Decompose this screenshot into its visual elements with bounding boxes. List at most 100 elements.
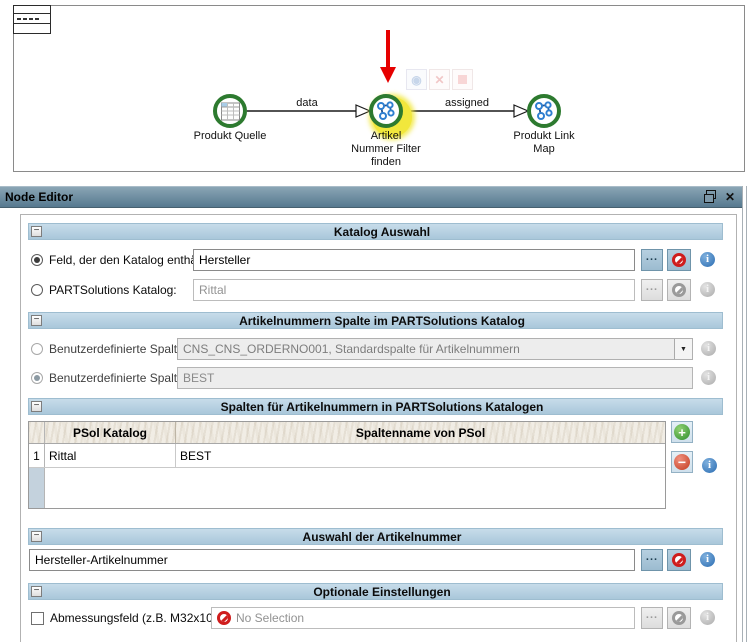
browse-button-disabled: ...	[641, 279, 663, 301]
node-action-toolbar: ◉ ✕	[406, 69, 473, 90]
close-icon[interactable]: ✕	[724, 190, 736, 204]
spalte-combobox: CNS_CNS_ORDERNO001, Standardspalte für A…	[177, 338, 693, 360]
minus-icon: −	[674, 454, 690, 470]
radio-benutzerdefinierte-spalte	[31, 372, 43, 384]
node-label: Artikel Nummer Filter finden	[351, 130, 421, 168]
column-header-psol-katalog[interactable]: PSol Katalog	[45, 422, 176, 443]
no-entry-icon	[217, 611, 231, 625]
node-label: Produkt Quelle	[193, 130, 267, 142]
katalog-spalten-table: PSol Katalog Spaltenname von PSol 1 Ritt…	[28, 421, 666, 509]
no-entry-icon	[672, 253, 686, 267]
add-row-button[interactable]: +	[671, 421, 693, 443]
chevron-down-icon[interactable]: ▼	[674, 339, 692, 359]
edge-label-assigned: assigned	[437, 97, 497, 109]
collapse-icon[interactable]: −	[31, 531, 42, 542]
minimap-nodes	[14, 14, 50, 24]
benutzerdefinierte-spalte-input	[177, 367, 693, 389]
float-window-icon[interactable]	[703, 190, 717, 204]
row-number-header	[29, 422, 45, 443]
abmessungsfeld-checkbox[interactable]	[31, 611, 44, 625]
cell-spaltenname[interactable]: BEST	[180, 448, 212, 463]
info-icon-disabled: i	[700, 282, 715, 297]
section-header-spalten-tabelle: − Spalten für Artikelnummern in PARTSolu…	[28, 398, 723, 415]
info-icon[interactable]: i	[700, 252, 715, 267]
plus-icon: +	[674, 424, 690, 440]
column-header-spaltenname[interactable]: Spaltenname von PSol	[355, 425, 486, 440]
clear-selection-button[interactable]	[667, 249, 691, 271]
info-icon[interactable]: i	[700, 552, 715, 567]
section-header-artikelnummern-spalte: − Artikelnummern Spalte im PARTSolutions…	[28, 312, 723, 329]
no-entry-icon	[672, 553, 686, 567]
browse-button[interactable]: ...	[641, 549, 663, 571]
info-icon[interactable]: i	[702, 458, 717, 473]
browse-button[interactable]: ...	[641, 249, 663, 271]
radio-standardspalte	[31, 343, 43, 355]
section-title: Auswahl der Artikelnummer	[302, 529, 462, 544]
edge-layer	[247, 30, 530, 118]
collapse-icon[interactable]: −	[31, 586, 42, 597]
node-editor-panel: − Katalog Auswahl Feld, der den Katalog …	[20, 214, 737, 642]
row-partsolutions-katalog: PARTSolutions Katalog:	[31, 279, 177, 301]
field-label: Abmessungsfeld (z.B. M32x100):	[50, 611, 227, 625]
attention-arrow	[380, 30, 396, 83]
collapse-icon[interactable]: −	[31, 315, 42, 326]
collapse-icon[interactable]: −	[31, 226, 42, 237]
collapse-icon[interactable]: −	[31, 401, 42, 412]
node-editor-titlebar: Node Editor ✕	[0, 186, 742, 208]
table-row[interactable]: 1 Rittal BEST	[29, 444, 665, 468]
table-header-row: PSol Katalog Spaltenname von PSol	[29, 422, 665, 444]
row-abmessungsfeld: Abmessungsfeld (z.B. M32x100):	[31, 607, 227, 629]
abmessungsfeld-input: No Selection	[211, 607, 635, 629]
section-header-auswahl-artikelnummer: − Auswahl der Artikelnummer	[28, 528, 723, 545]
row-number-gutter	[29, 468, 45, 508]
cell-psol-katalog[interactable]: Rittal	[45, 444, 176, 467]
minimap-band	[14, 6, 50, 14]
row-feld-katalog: Feld, der den Katalog enthält:	[31, 249, 206, 271]
field-label: Benutzerdefinierte Spalte:	[49, 371, 188, 385]
section-title: Optionale Einstellungen	[313, 584, 451, 599]
network-filter-icon	[377, 101, 395, 120]
node-label: Produkt Link Map	[513, 130, 575, 155]
field-label: PARTSolutions Katalog:	[49, 283, 177, 297]
no-entry-icon	[672, 611, 686, 625]
arrowhead-icon	[513, 104, 530, 118]
combobox-value: CNS_CNS_ORDERNO001, Standardspalte für A…	[183, 342, 520, 356]
info-icon-disabled: i	[701, 370, 716, 385]
execute-icon[interactable]: ◉	[406, 69, 427, 90]
row-benutzerdefinierte-spalte-1: Benutzerdefinierte Spalte:	[31, 338, 187, 360]
clear-selection-button-disabled	[667, 607, 691, 629]
cancel-icon[interactable]: ✕	[429, 69, 450, 90]
edge-label-data: data	[277, 97, 337, 109]
field-label: Benutzerdefinierte Spalte:	[49, 342, 188, 356]
radio-feld-katalog[interactable]	[31, 254, 43, 266]
section-title: Artikelnummern Spalte im PARTSolutions K…	[239, 313, 525, 328]
info-icon-disabled: i	[700, 610, 715, 625]
splitter[interactable]	[742, 186, 743, 642]
section-title: Spalten für Artikelnummern in PARTSoluti…	[220, 399, 544, 414]
window-edge	[746, 186, 747, 642]
stop-icon[interactable]	[452, 69, 473, 90]
clear-selection-button-disabled	[667, 279, 691, 301]
node-produkt-link-map[interactable]	[527, 94, 561, 128]
katalog-feld-input[interactable]	[193, 249, 635, 271]
section-header-optionale-einstellungen: − Optionale Einstellungen	[28, 583, 723, 600]
no-entry-icon	[672, 283, 686, 297]
browse-button-disabled: ...	[641, 607, 663, 629]
table-empty-area	[29, 468, 665, 508]
node-artikel-nummer-filter[interactable]	[369, 94, 403, 128]
panel-title: Node Editor	[5, 190, 73, 204]
overview-minimap[interactable]	[13, 5, 51, 34]
arrowhead-icon	[355, 104, 372, 118]
artikelnummer-input[interactable]	[29, 549, 635, 571]
table-source-icon	[220, 102, 240, 120]
field-label: Feld, der den Katalog enthält:	[49, 253, 207, 267]
no-selection-text: No Selection	[236, 611, 305, 625]
radio-partsolutions-katalog[interactable]	[31, 284, 43, 296]
partsolutions-katalog-input	[193, 279, 635, 301]
row-benutzerdefinierte-spalte-2: Benutzerdefinierte Spalte:	[31, 367, 187, 389]
info-icon-disabled: i	[701, 341, 716, 356]
node-produkt-quelle[interactable]	[213, 94, 247, 128]
row-number: 1	[29, 444, 45, 467]
clear-selection-button[interactable]	[667, 549, 691, 571]
remove-row-button[interactable]: −	[671, 451, 693, 473]
